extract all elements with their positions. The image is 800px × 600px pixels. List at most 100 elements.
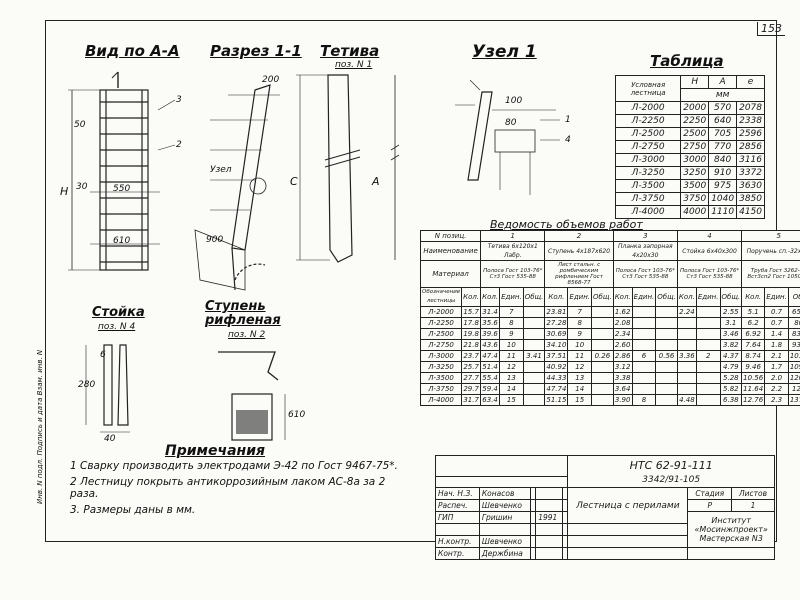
spec-cell <box>522 361 546 373</box>
spec-cell <box>591 361 614 373</box>
spec-cell: 4.48 <box>676 394 697 406</box>
spec-cell: 15 <box>499 394 524 406</box>
spec-cell <box>655 361 678 373</box>
spec-cell: 15 <box>567 394 593 406</box>
spec-pos: 4 <box>676 230 743 242</box>
spec-sub-header: Един. <box>695 287 721 307</box>
spec-cell: 51.4 <box>480 361 501 373</box>
dim-header-cell: Условная лестница <box>614 75 682 102</box>
spec-cell: 101.51 <box>787 350 800 362</box>
dim-280: 280 <box>78 380 96 390</box>
spec-cell: 9 <box>499 328 524 340</box>
dim-c: C <box>290 175 298 188</box>
spec-cell <box>695 361 721 373</box>
role-4: Н.контр. <box>435 535 480 548</box>
dim-header-cell: e <box>736 75 765 89</box>
spec-cell <box>522 394 546 406</box>
spec-cell <box>631 372 657 384</box>
spec-cell <box>631 317 657 329</box>
spec-sub-header: Общ. <box>787 287 800 307</box>
dim-cell: 3000 <box>680 153 710 167</box>
spec-cell <box>655 317 678 329</box>
spec-cell: 30.69 <box>544 328 569 340</box>
spec-cell: 2.3 <box>764 394 789 406</box>
spec-cell: 8.74 <box>741 350 766 362</box>
spec-cell: 128.6 <box>787 383 800 395</box>
spec-cell <box>591 317 614 329</box>
dim-cell: 2500 <box>680 127 710 141</box>
spec-cell: 7 <box>567 306 593 318</box>
callout-4: 4 <box>565 135 571 145</box>
spec-title: Ведомость объемов работ <box>490 218 643 231</box>
spec-cell <box>695 372 721 384</box>
spec-cell: 1.8 <box>764 339 789 351</box>
spec-cell: 2.60 <box>612 339 633 351</box>
spec-cell <box>591 339 614 351</box>
spec-cell: 29.7 <box>461 383 482 395</box>
dim-header-cell: H <box>680 75 710 89</box>
spec-cell: 55.4 <box>480 372 501 384</box>
dim-cell: 4000 <box>680 205 710 219</box>
spec-cell: Л-2250 <box>419 317 463 329</box>
institute-0: Институт <box>711 516 751 525</box>
spec-cell <box>591 394 614 406</box>
dim-header-cell: A <box>708 75 738 89</box>
dim-cell: 640 <box>708 114 738 128</box>
spec-cell: 0.56 <box>655 350 678 362</box>
spec-cell <box>522 339 546 351</box>
dim-6: 6 <box>100 350 106 360</box>
sheet-value: 1 <box>731 499 775 512</box>
spec-cell <box>695 383 721 395</box>
spec-name: Ступень 4x187x620 <box>544 241 614 261</box>
spec-cell <box>631 306 657 318</box>
spec-cell <box>522 372 546 384</box>
spec-cell: Л-2750 <box>419 339 463 351</box>
ladder-view-drawing <box>68 71 176 271</box>
dim-cell: 3750 <box>680 192 710 206</box>
dim-cell: 3250 <box>680 166 710 180</box>
name-2: Гришин <box>478 511 531 524</box>
spec-cell: 0.7 <box>764 317 789 329</box>
spec-cell <box>631 339 657 351</box>
spec-cell: 0.7 <box>764 306 789 318</box>
spec-cell: 63.4 <box>480 394 501 406</box>
dim-cell: 975 <box>708 179 738 193</box>
dim-40: 40 <box>104 434 116 444</box>
spec-cell: 3.38 <box>612 372 633 384</box>
spec-table-row: Л-275021.843.61034.10102.603.827.641.893… <box>419 339 800 351</box>
post-title: Стойка <box>92 305 145 320</box>
dim-cell: 910 <box>708 166 738 180</box>
table-title: Таблица <box>650 52 724 70</box>
spec-cell <box>655 394 678 406</box>
dim-80: 80 <box>505 118 517 128</box>
role-0: Нач. Н.З. <box>435 487 480 500</box>
spec-cell: 51.15 <box>544 394 569 406</box>
spec-cell: 3.12 <box>612 361 633 373</box>
dim-30: 30 <box>76 182 88 192</box>
stringer-drawing <box>296 74 400 263</box>
spec-cell: 13 <box>567 372 593 384</box>
spec-cell: 3.36 <box>676 350 697 362</box>
spec-cell <box>522 328 546 340</box>
spec-sub-header: Общ. <box>591 287 614 307</box>
spec-cell: 0.26 <box>591 350 614 362</box>
section-drawing <box>194 84 280 291</box>
spec-cell: 3.46 <box>719 328 743 340</box>
step-title: Ступень рифленая <box>205 299 281 328</box>
callout-a: A <box>372 175 380 188</box>
dim-unit: мм <box>680 88 765 102</box>
spec-cell: 27.7 <box>461 372 482 384</box>
dim-cell: 2078 <box>736 101 765 115</box>
dim-cell: 770 <box>708 140 738 154</box>
dim-cell: Л-4000 <box>614 205 682 219</box>
spec-cell: 2.08 <box>612 317 633 329</box>
dim-900: 900 <box>206 235 224 245</box>
